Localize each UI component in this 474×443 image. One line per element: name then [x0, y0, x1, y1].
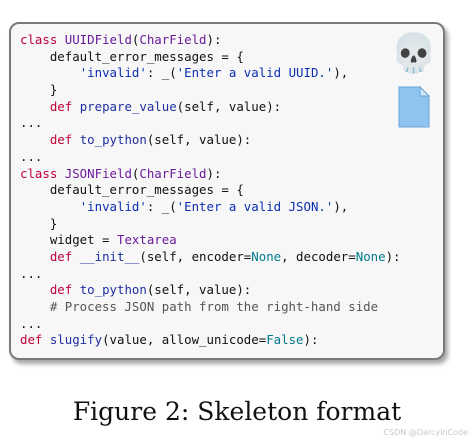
code-token: class: [20, 32, 65, 47]
code-token: default_error_messages = {: [20, 48, 244, 64]
code-token: (: [131, 165, 140, 181]
code-token: 'invalid': [79, 198, 147, 214]
code-token: 'Enter a valid UUID.': [176, 65, 334, 81]
file-icon: [398, 86, 430, 128]
code-token: [20, 99, 50, 114]
code-line: }: [20, 82, 401, 99]
code-line: def to_python(self, value):: [20, 132, 401, 149]
code-token: CharField: [139, 165, 207, 181]
code-line: def to_python(self, value):: [20, 282, 401, 299]
code-token: widget =: [20, 232, 117, 248]
code-line: ...: [20, 266, 401, 283]
code-token: def: [49, 248, 80, 264]
code-line: ...: [20, 149, 401, 166]
code-token: to_python: [79, 282, 147, 298]
code-token: Textarea: [116, 232, 177, 248]
code-token: (self, value):: [146, 282, 252, 298]
code-token: [20, 65, 80, 80]
code-token: }: [20, 82, 58, 98]
code-line: class UUIDField(CharField):: [20, 32, 401, 49]
code-token: ...: [20, 148, 43, 164]
code-token: # Process JSON path from the right-hand …: [20, 299, 379, 314]
code-token: to_python: [79, 132, 147, 148]
code-line: class JSONField(CharField):: [20, 166, 401, 183]
code-token: default_error_messages = {: [20, 182, 244, 198]
code-token: 'invalid': [79, 65, 147, 81]
code-token: ),: [333, 65, 349, 81]
code-token: (self, value):: [176, 98, 282, 114]
code-token: [20, 132, 50, 147]
code-token: ...: [20, 115, 43, 131]
code-token: JSONField: [64, 165, 132, 181]
code-token: def: [49, 282, 80, 298]
code-token: prepare_value: [79, 98, 177, 114]
code-token: def: [49, 132, 80, 148]
code-token: (value, allow_unicode=: [102, 332, 267, 348]
code-token: def: [20, 332, 50, 348]
code-line: ...: [20, 115, 401, 132]
code-token: ...: [20, 315, 43, 331]
code-token: def: [49, 98, 80, 114]
code-token: }: [20, 215, 58, 231]
code-token: ):: [206, 165, 222, 181]
code-token: ...: [20, 265, 43, 281]
skull-icon: 💀: [390, 33, 438, 75]
code-token: slugify: [49, 332, 103, 348]
code-token: None: [251, 248, 282, 264]
code-line: default_error_messages = {: [20, 49, 401, 66]
code-token: False: [266, 332, 304, 348]
code-token: (self, value):: [146, 132, 252, 148]
code-line: widget = Textarea: [20, 232, 401, 249]
code-token: : _(: [146, 198, 177, 214]
code-token: None: [355, 248, 386, 264]
code-token: __init__: [79, 248, 140, 264]
code-line: }: [20, 216, 401, 233]
code-token: (: [131, 32, 140, 47]
code-line: 'invalid': _('Enter a valid JSON.'),: [20, 199, 401, 216]
code-token: ):: [303, 332, 319, 348]
watermark: CSDN @DarcyInCode: [383, 428, 468, 437]
code-token: ),: [333, 198, 349, 214]
code-token: UUIDField: [64, 32, 132, 47]
code-panel: class UUIDField(CharField): default_erro…: [9, 22, 445, 360]
code-token: [20, 199, 80, 214]
code-token: [20, 249, 50, 264]
code-block: class UUIDField(CharField): default_erro…: [20, 32, 401, 349]
code-token: class: [20, 165, 65, 181]
code-token: CharField: [139, 32, 207, 47]
code-token: ):: [385, 248, 401, 264]
code-line: def __init__(self, encoder=None, decoder…: [20, 249, 401, 266]
code-line: def slugify(value, allow_unicode=False):: [20, 332, 401, 349]
code-line: 'invalid': _('Enter a valid UUID.'),: [20, 65, 401, 82]
code-line: # Process JSON path from the right-hand …: [20, 299, 401, 316]
code-line: def prepare_value(self, value):: [20, 99, 401, 116]
figure-caption: Figure 2: Skeleton format: [72, 397, 402, 426]
code-token: [20, 282, 50, 297]
code-token: 'Enter a valid JSON.': [176, 198, 334, 214]
code-token: (self, encoder=: [139, 248, 252, 264]
code-token: ):: [206, 32, 222, 47]
code-token: : _(: [146, 65, 177, 81]
code-line: default_error_messages = {: [20, 182, 401, 199]
code-line: ...: [20, 316, 401, 333]
code-token: , decoder=: [281, 248, 356, 264]
